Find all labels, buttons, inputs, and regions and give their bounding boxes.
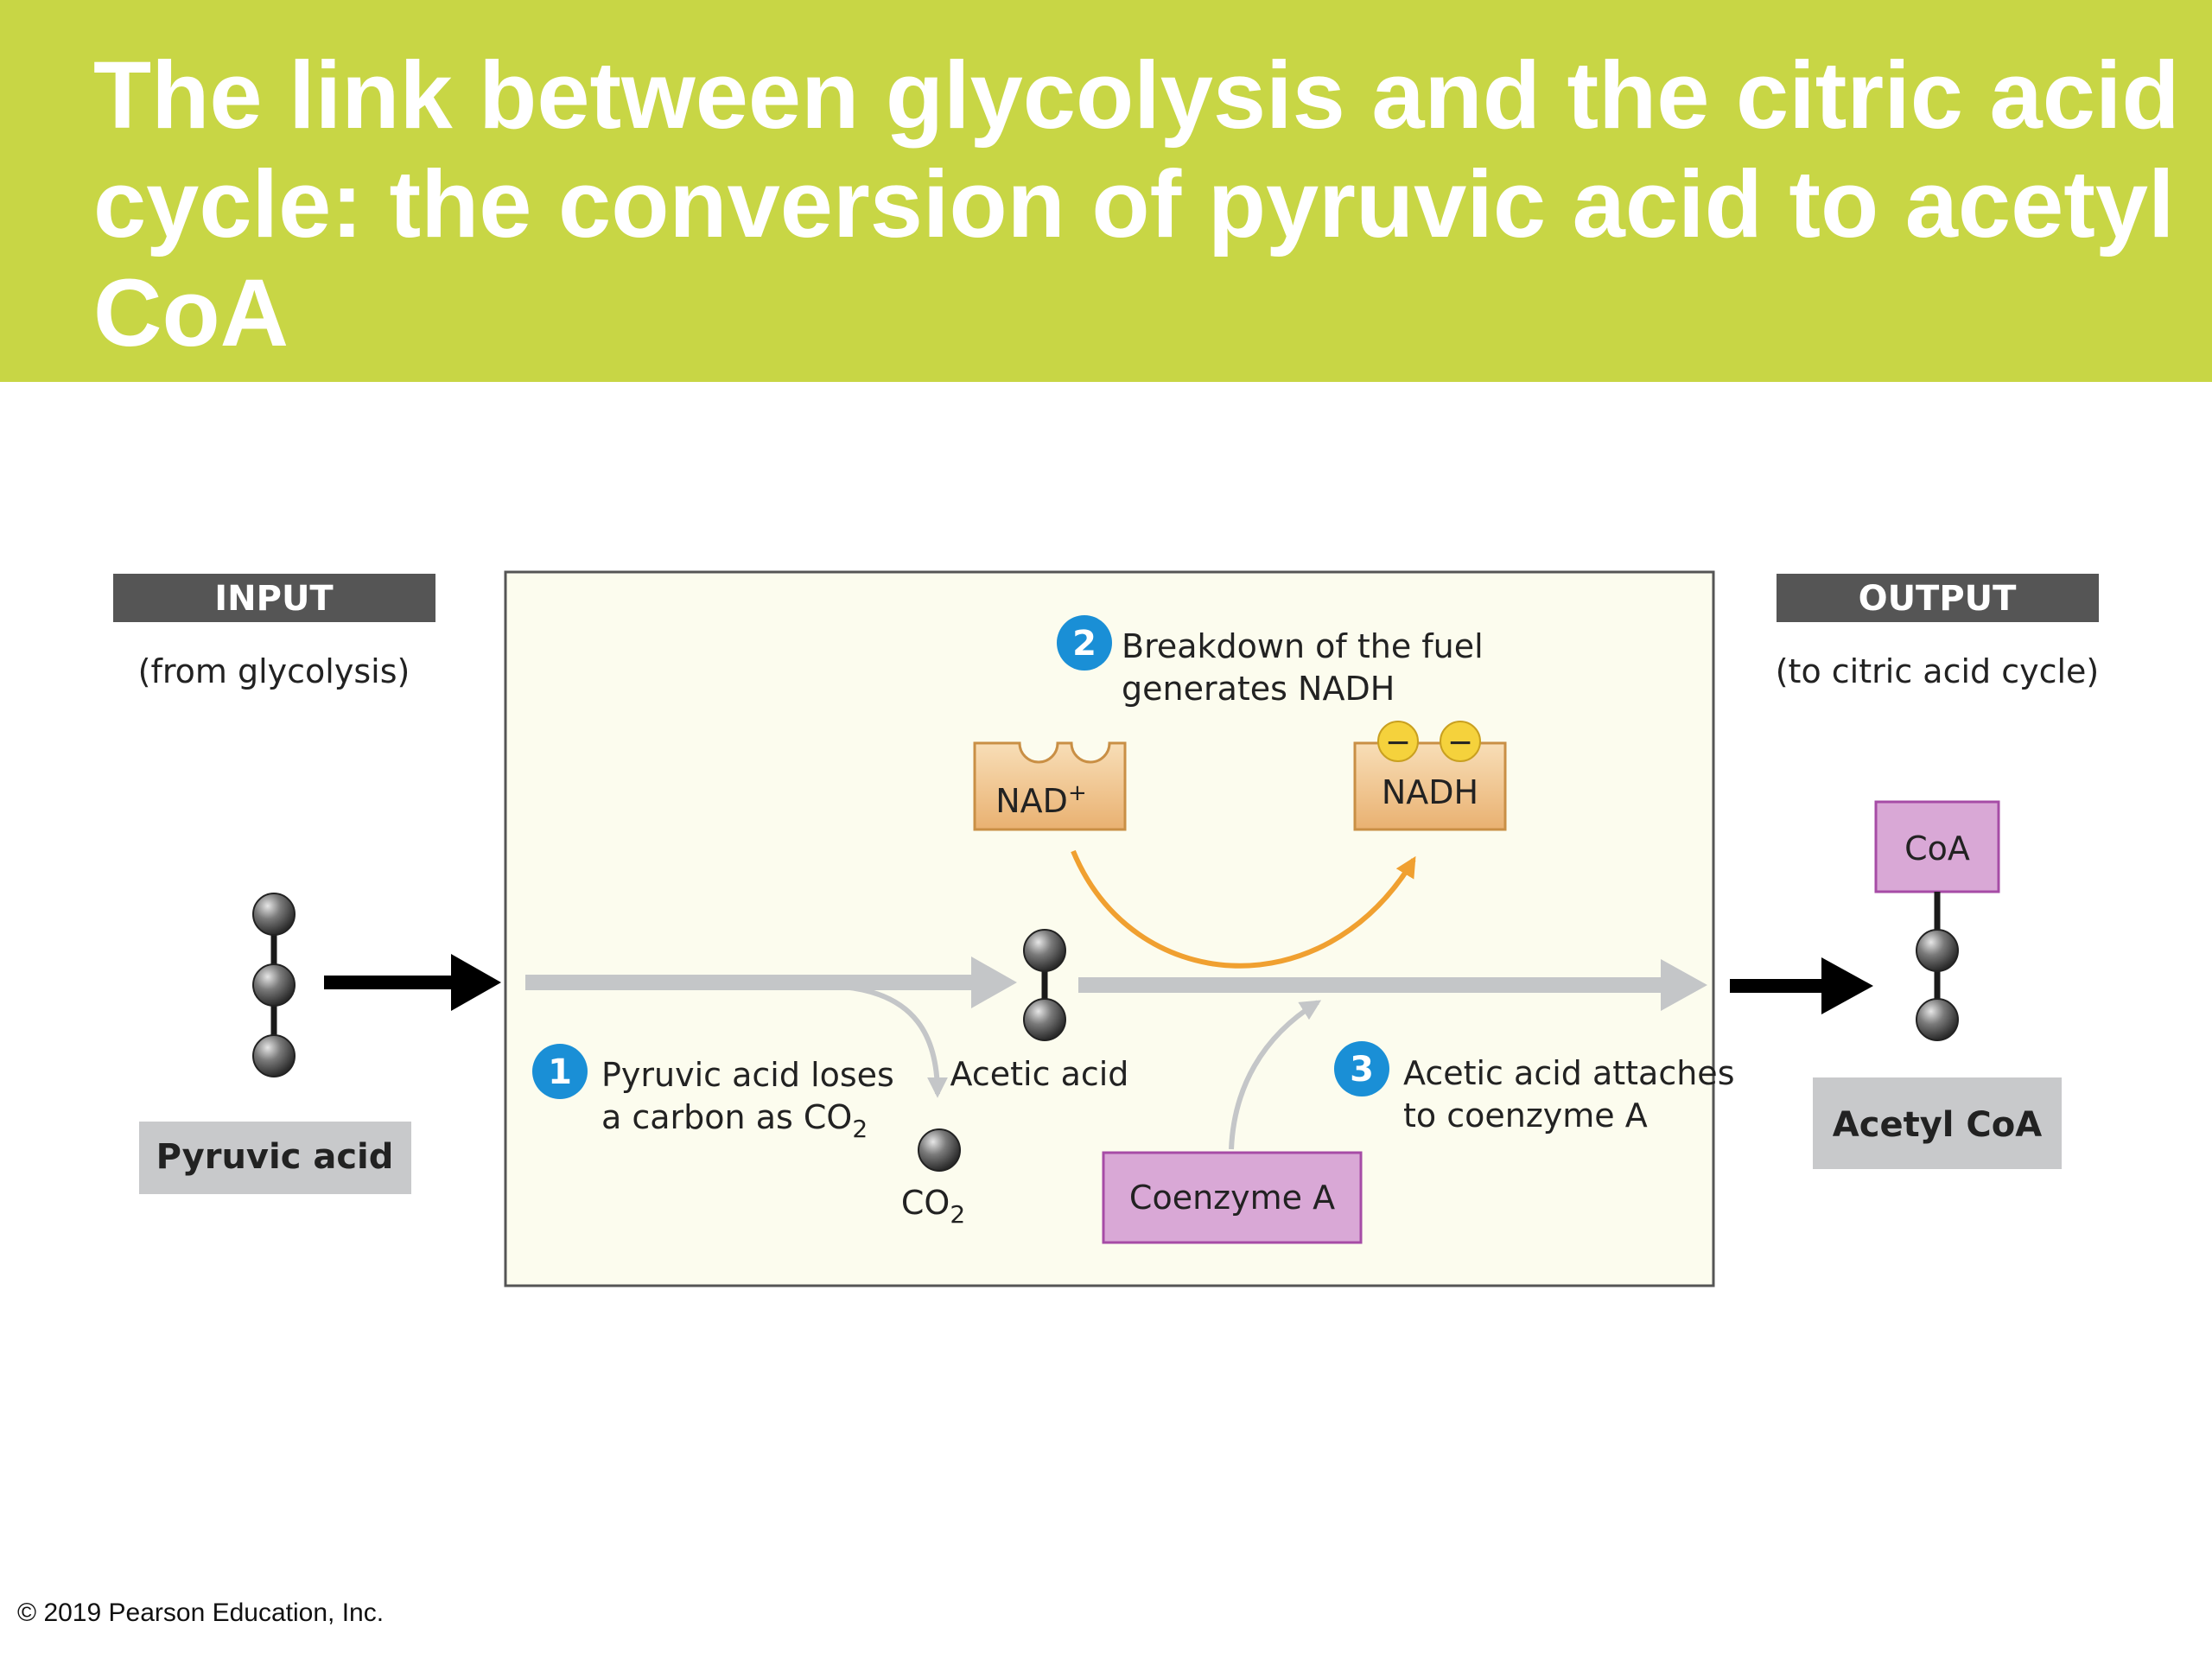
- pyruvic-acid-label: Pyruvic acid: [156, 1137, 394, 1177]
- step-2-badge: [1057, 615, 1112, 671]
- nadh-carrier: [1353, 741, 1507, 831]
- acetic-acid-label: Acetic acid: [950, 1055, 1129, 1093]
- pyruvic-acid-label-box: [139, 1122, 411, 1194]
- coa-tag-label: CoA: [1904, 830, 1970, 868]
- electron-1-charge: −: [1385, 725, 1411, 760]
- step-1-line1: Pyruvic acid loses: [601, 1056, 894, 1094]
- nad-plus-carrier: [973, 741, 1127, 831]
- nadh-generation-arrow: [1071, 849, 1416, 969]
- co2-release-arrow: [842, 984, 948, 1098]
- input-subtitle: (from glycolysis): [138, 652, 410, 690]
- coenzyme-a-label: Coenzyme A: [1129, 1179, 1335, 1217]
- step-3-number: 3: [1350, 1050, 1374, 1090]
- pyruvic-acid-molecule: [252, 893, 296, 1077]
- flow-arrow-acetic-to-acetylcoa: [1078, 959, 1707, 1011]
- coenzyme-a-box: [1102, 1151, 1363, 1244]
- title-bar: [0, 0, 2212, 382]
- electron-2-charge: −: [1447, 725, 1473, 760]
- coa-tag-box: [1874, 800, 2000, 893]
- step-2-line1: Breakdown of the fuel: [1122, 627, 1484, 665]
- acetyl-coa-molecule: [1916, 892, 1959, 1041]
- step-2-line2: generates NADH: [1122, 670, 1395, 708]
- output-header-text: OUTPUT: [1859, 579, 2018, 619]
- output-header: [1777, 574, 2099, 622]
- coenzyme-attach-arrow: [1229, 1000, 1322, 1150]
- input-arrow: [324, 954, 501, 1011]
- step-3-badge: [1334, 1041, 1389, 1096]
- copyright-footer: © 2019 Pearson Education, Inc.: [17, 1599, 385, 1627]
- electron-1: [1377, 721, 1419, 762]
- nadh-label: NADH: [1382, 773, 1478, 811]
- co2-molecule: [918, 1128, 961, 1172]
- co2-label: CO2: [901, 1184, 965, 1229]
- step-2-number: 2: [1072, 624, 1096, 664]
- acetic-acid-molecule: [1023, 929, 1066, 1041]
- output-subtitle: (to citric acid cycle): [1776, 652, 2100, 690]
- acetyl-coa-label-box: [1813, 1077, 2062, 1169]
- acetyl-coa-label: Acetyl CoA: [1833, 1105, 2042, 1145]
- step-1-line2: a carbon as CO2: [601, 1098, 868, 1143]
- step-3-line2: to coenzyme A: [1403, 1096, 1648, 1135]
- input-header: [113, 574, 435, 622]
- step-3-line1: Acetic acid attaches: [1403, 1054, 1735, 1092]
- electron-2: [1440, 721, 1481, 762]
- step-1-badge: [532, 1044, 588, 1099]
- input-header-text: INPUT: [214, 579, 334, 619]
- page-title: The link between glycolysis and the citr…: [93, 42, 2180, 366]
- nad-plus-label: NAD+: [995, 780, 1086, 820]
- step-1-number: 1: [548, 1052, 572, 1092]
- flow-arrow-pyruvic-to-acetic: [525, 957, 1017, 1008]
- output-arrow: [1730, 957, 1873, 1014]
